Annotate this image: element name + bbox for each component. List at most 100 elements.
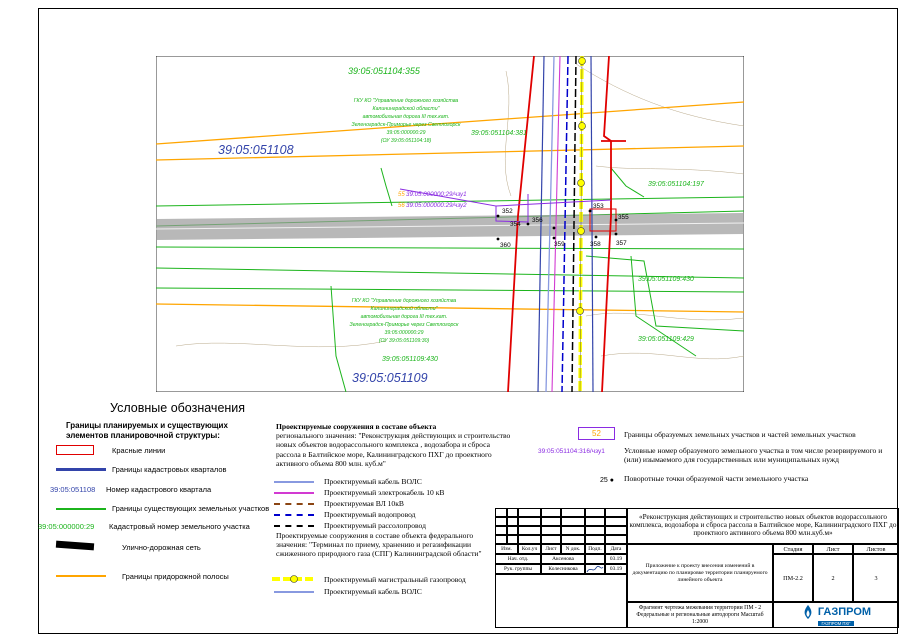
legend-overhead-line: Проектируемая ВЛ 10кВ xyxy=(324,499,404,508)
legend-power-cable: Проектируемый электрокабель 10 кВ xyxy=(324,488,445,497)
stamp-col-doc: N док. xyxy=(561,544,585,554)
legend-turning-points: Поворотные точки образуемой части земель… xyxy=(624,474,809,483)
parcel-boundary-symbol xyxy=(56,508,106,510)
legend-parcel-number-sample: 39:05:000000:29 xyxy=(38,522,95,531)
label-chu1: 39:05:000000:29/чзу1 xyxy=(406,191,467,198)
stamp-h-sheet: Лист xyxy=(813,544,853,554)
label-parcel-197: 39:05:051104:197 xyxy=(648,181,705,188)
stamp-description: Приложение к проекту внесения изменений … xyxy=(627,544,773,602)
turning-points xyxy=(496,209,618,241)
stamp-role-2: Рук. группы xyxy=(495,564,541,574)
formed-parcel-box-symbol: 52 xyxy=(578,427,615,440)
svg-text:(ОУ 39:05:051104:18): (ОУ 39:05:051104:18) xyxy=(381,138,432,144)
vols-cable-federal-symbol xyxy=(274,591,314,593)
point-359: 359 xyxy=(554,241,565,248)
legend-vols-cable: Проектируемый кабель ВОЛС xyxy=(324,477,422,486)
svg-text:(ОУ 39:05:051109:30): (ОУ 39:05:051109:30) xyxy=(379,338,430,344)
terrain-contours xyxy=(175,63,744,360)
legend-water-pipe: Проектируемый водопровод xyxy=(324,510,416,519)
stamp-col-qty: Кол.уч xyxy=(518,544,541,554)
road-network xyxy=(156,213,744,240)
svg-text:Калининградской области": Калининградской области" xyxy=(373,105,441,112)
svg-text:Зеленоградск-Приморье через Св: Зеленоградск-Приморье через Светлогорск xyxy=(352,122,462,128)
stamp-project-title: «Реконструкция действующих и строительст… xyxy=(627,508,899,544)
svg-text:Калининградской области": Калининградской области" xyxy=(371,305,439,312)
legend-brine-pipe: Проектируемый рассолопровод xyxy=(324,521,426,530)
point-352: 352 xyxy=(502,208,513,215)
svg-text:39:05:000000:29: 39:05:000000:29 xyxy=(387,130,426,136)
stamp-h-stage: Стадия xyxy=(773,544,813,554)
stamp-sheets: 3 xyxy=(853,554,899,602)
label-quarter-left: 39:05:051108 xyxy=(218,143,294,157)
red-line-symbol xyxy=(56,445,94,455)
red-lines xyxy=(507,56,626,392)
label-55: 55 xyxy=(398,192,405,198)
title-block: Изм. Кол.уч Лист N док. Подп. Дата Нач. … xyxy=(495,508,899,628)
roadside-strip-lines xyxy=(156,101,744,313)
label-quarter-bottom: 39:05:051109 xyxy=(352,371,428,385)
point-numbers: 352 354 356 353 355 360 359 358 357 xyxy=(500,203,629,249)
svg-text:автомобильная дорога III тех.к: автомобильная дорога III тех.кат. xyxy=(363,114,450,120)
gazprom-logo-text: ГАЗПРОМ xyxy=(817,606,872,618)
legend-turn-sample: 25 ● xyxy=(600,477,614,484)
label-quarter-top: 39:05:051104:355 xyxy=(348,66,421,76)
legend-vols-cable-federal: Проектируемый кабель ВОЛС xyxy=(324,587,422,596)
label-parcel-bottom: 39:05:051109:430 xyxy=(382,356,438,363)
owner-top-block: ГКУ КО "Управление дорожного хозяйства К… xyxy=(352,97,462,144)
projected-pipelines xyxy=(545,56,584,392)
stamp-date-2: 03.19 xyxy=(605,564,627,574)
legend-quarter-number-sample: 39:05:051108 xyxy=(50,485,96,494)
legend-red-lines: Красные линии xyxy=(112,446,166,455)
drawing-sheet xyxy=(38,8,898,634)
formed-parcel-outlines xyxy=(399,188,612,223)
stamp-stage: ПМ-2.2 xyxy=(773,554,813,602)
legend-cond-number: Условные номер образуемого земельного уч… xyxy=(624,446,883,465)
stamp-date-1: 03.19 xyxy=(605,554,627,564)
gas-pipeline-symbol xyxy=(272,575,316,583)
stamp-sheet: 2 xyxy=(813,554,853,602)
point-358: 358 xyxy=(590,241,601,248)
point-360: 360 xyxy=(500,242,511,249)
svg-text:Зеленоградск-Приморье через Св: Зеленоградск-Приморье через Светлогорск xyxy=(350,322,460,328)
quarter-boundary-symbol xyxy=(56,468,106,471)
svg-text:ГКУ КО "Управление дорожного х: ГКУ КО "Управление дорожного хозяйства xyxy=(354,97,459,104)
point-356: 356 xyxy=(532,217,543,224)
legend-gas-pipeline: Проектируемый магистральный газопровод xyxy=(324,575,466,584)
roadside-strip-symbol xyxy=(56,575,106,577)
legend-street-network: Улично-дорожная сеть xyxy=(122,543,201,552)
svg-text:автомобильная дорога III тех.к: автомобильная дорога III тех.кат. xyxy=(361,314,448,320)
stamp-name-2: Колесникова xyxy=(541,564,585,574)
label-56: 56 xyxy=(398,203,405,209)
vols-cable-symbol xyxy=(274,481,314,483)
projected-federal-heading: Проектируемые сооружения в составе объек… xyxy=(276,531,482,559)
map-labels: 39:05:051104:355 39:05:051108 39:05:0511… xyxy=(218,66,705,385)
label-chu2: 39:05:000000:29/чзу2 xyxy=(406,202,467,209)
point-354: 354 xyxy=(510,221,521,228)
stamp-sign-1 xyxy=(585,554,605,564)
legend-quarter-number: Номер кадастрового квартала xyxy=(106,485,212,494)
gazprom-flame-icon xyxy=(804,605,812,619)
legend-heading: Границы планируемых и существующих элеме… xyxy=(66,421,228,440)
stamp-col-sign: Подп. xyxy=(585,544,605,554)
legend-formed-parcels: Границы образуемых земельных участков и … xyxy=(624,430,856,439)
stamp-col-change: Изм. xyxy=(495,544,518,554)
cadastral-map[interactable]: 352 354 356 353 355 360 359 358 357 39:0… xyxy=(156,56,744,392)
water-pipe-symbol xyxy=(274,514,314,516)
stamp-role-1: Нач. отд. xyxy=(495,554,541,564)
svg-text:39:05:000000:29: 39:05:000000:29 xyxy=(385,330,424,336)
gazprom-logo-sub: ГАЗПРОМ ПХГ xyxy=(817,621,855,626)
legend-roadside-strip: Границы придорожной полосы xyxy=(122,572,229,581)
stamp-col-date: Дата xyxy=(605,544,627,554)
projected-regional-heading: Проектируемые сооружения в составе объек… xyxy=(276,422,511,468)
stamp-h-sheets: Листов xyxy=(853,544,899,554)
stamp-name-1: Аксенова xyxy=(541,554,585,564)
gas-pipeline-markers xyxy=(576,57,586,315)
power-cable-symbol xyxy=(274,492,314,494)
overhead-line-symbol xyxy=(274,503,314,505)
stamp-col-sheet: Лист xyxy=(541,544,561,554)
stamp-sign-2 xyxy=(585,564,605,574)
legend-cond-number-sample: 39:05:051104:316/чзу1 xyxy=(538,448,605,455)
gazprom-logo: ГАЗПРОМ ГАЗПРОМ ПХГ xyxy=(773,602,899,628)
stamp-blank-area xyxy=(495,574,627,628)
brine-pipe-symbol xyxy=(274,525,314,527)
